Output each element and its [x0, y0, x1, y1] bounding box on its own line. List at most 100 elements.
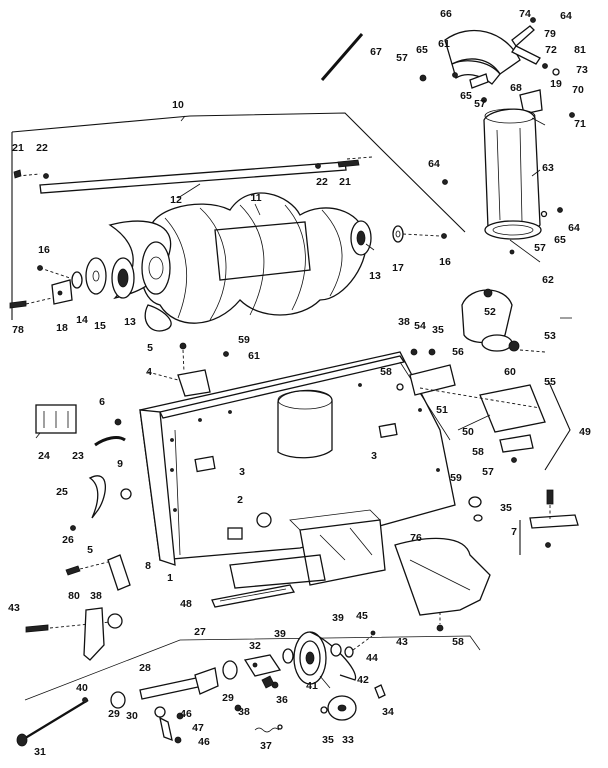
callout-79: 79 — [544, 28, 556, 40]
callout-24: 24 — [38, 450, 50, 462]
callout-42: 42 — [357, 674, 369, 686]
callout-41: 41 — [306, 680, 318, 692]
callout-44: 44 — [366, 652, 378, 664]
callout-28: 28 — [139, 662, 151, 674]
bracket-8 — [107, 554, 131, 591]
callout-45: 45 — [356, 610, 368, 622]
callout-55: 55 — [544, 376, 556, 388]
callout-33: 33 — [342, 734, 354, 746]
callout-39b: 39 — [274, 628, 286, 640]
callout-53: 53 — [544, 330, 556, 342]
callout-57a: 57 — [396, 52, 408, 64]
callout-56: 56 — [452, 346, 464, 358]
callout-50: 50 — [462, 426, 474, 438]
callout-76: 76 — [410, 532, 422, 544]
callout-65a: 65 — [416, 44, 428, 56]
callout-3b: 3 — [371, 450, 377, 462]
callout-21a: 21 — [12, 142, 24, 154]
auger-assembly — [9, 112, 466, 332]
leader-lines — [35, 115, 572, 689]
flange-15 — [85, 257, 107, 295]
arm-32 — [243, 654, 282, 677]
callout-37: 37 — [260, 740, 272, 752]
bolt-16-right — [441, 233, 447, 239]
crank-rod-67 — [320, 33, 364, 81]
callout-23: 23 — [72, 450, 84, 462]
housing-holes — [170, 383, 440, 512]
callout-72: 72 — [545, 44, 557, 56]
callout-6: 6 — [99, 396, 105, 408]
callout-10: 10 — [172, 99, 184, 111]
callout-22b: 22 — [316, 176, 328, 188]
callout-36: 36 — [276, 694, 288, 706]
bracket-72 — [511, 25, 535, 47]
callout-11: 11 — [250, 192, 261, 204]
callout-30: 30 — [126, 710, 138, 722]
callout-61b: 61 — [248, 350, 260, 362]
callout-35a: 35 — [432, 324, 444, 336]
callout-26: 26 — [62, 534, 74, 546]
callout-7: 7 — [511, 526, 517, 538]
bolt-16-left — [37, 265, 43, 271]
skid-48 — [211, 584, 296, 608]
callout-12: 12 — [170, 194, 182, 206]
callout-46b: 46 — [198, 736, 210, 748]
chute-tube-63 — [483, 108, 541, 237]
callout-62: 62 — [542, 274, 554, 286]
left-side-parts — [25, 404, 296, 661]
callout-39a: 39 — [332, 612, 344, 624]
callout-21b: 21 — [339, 176, 351, 188]
auger-housing — [139, 342, 456, 589]
callout-80: 80 — [68, 590, 80, 602]
callout-59b: 59 — [450, 472, 462, 484]
callout-58b: 58 — [472, 446, 484, 458]
callout-29a: 29 — [108, 708, 120, 720]
callout-52: 52 — [484, 306, 496, 318]
callout-1: 1 — [167, 572, 173, 584]
callout-47: 47 — [192, 722, 204, 734]
callout-2: 2 — [237, 494, 243, 506]
callout-35c: 35 — [322, 734, 334, 746]
callout-46a: 46 — [180, 708, 192, 720]
bracket-80 — [83, 607, 105, 661]
motor-52 — [481, 334, 513, 352]
callout-73: 73 — [576, 64, 588, 76]
bracket-line-49 — [544, 379, 571, 471]
callout-38b: 38 — [90, 590, 102, 602]
callout-60: 60 — [504, 366, 516, 378]
auger-shaft — [39, 161, 347, 194]
bolt-78 — [9, 300, 27, 309]
spring-37 — [254, 727, 280, 733]
callout-58a: 58 — [380, 366, 392, 378]
washer-14 — [71, 271, 83, 289]
callout-14: 14 — [76, 314, 88, 326]
bracket-4 — [177, 369, 211, 397]
callout-38a: 38 — [398, 316, 410, 328]
assembly-bracket-line-10 — [11, 112, 466, 233]
nut-22-left — [43, 173, 49, 179]
callout-59a: 59 — [238, 334, 250, 346]
bracket-70 — [519, 89, 543, 115]
callout-57d: 57 — [482, 466, 494, 478]
callout-13a: 13 — [124, 316, 136, 328]
shaft-bolt-leaders — [17, 156, 373, 177]
chute-hinge-25 — [88, 475, 107, 519]
callout-49: 49 — [579, 426, 591, 438]
callout-35b: 35 — [500, 502, 512, 514]
chute-ring-62 — [484, 220, 542, 240]
callout-3a: 3 — [239, 466, 245, 478]
shield-76 — [394, 537, 491, 616]
callout-40: 40 — [76, 682, 88, 694]
callout-17: 17 — [392, 262, 404, 274]
callout-4: 4 — [146, 366, 152, 378]
callout-68: 68 — [510, 82, 522, 94]
cable-23 — [94, 436, 126, 447]
callout-51: 51 — [436, 404, 448, 416]
callout-25: 25 — [56, 486, 68, 498]
hub-left — [141, 241, 171, 295]
callout-65c: 65 — [554, 234, 566, 246]
handle-31 — [21, 699, 89, 741]
callout-64c: 64 — [568, 222, 580, 234]
callout-16a: 16 — [38, 244, 50, 256]
